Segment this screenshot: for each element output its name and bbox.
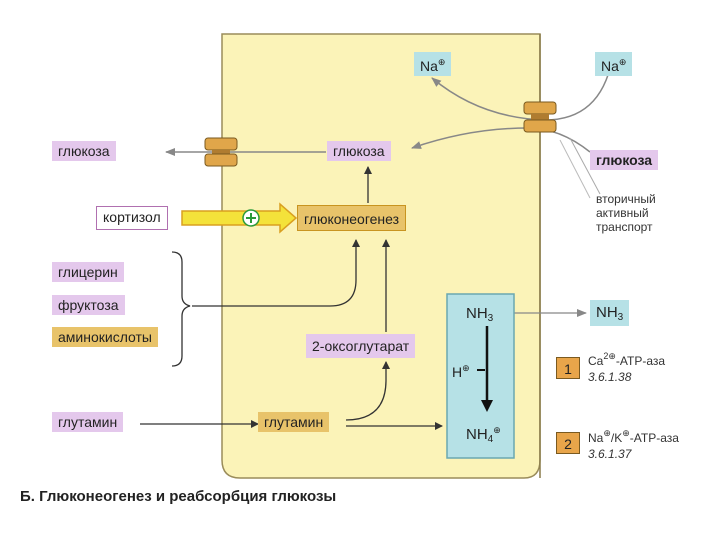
na-label-cell: Na⊕	[414, 52, 452, 76]
na-label-lumen: Na⊕	[595, 52, 633, 76]
legend-number-2: 2	[556, 432, 580, 454]
legend-entry-2: Na⊕/K⊕-ATP-аза 3.6.1.37	[588, 428, 679, 461]
oxoglutarate-label: 2-оксоглутарат	[306, 334, 416, 358]
glutamine-label-cell: глутамин	[258, 412, 330, 432]
substrate-brace	[171, 251, 191, 367]
transporter-right	[523, 101, 557, 133]
legend-number-1: 1	[556, 357, 580, 379]
fructose-label: фруктоза	[52, 295, 125, 315]
ammonia-box	[446, 293, 515, 459]
transport-pointer	[569, 137, 601, 195]
glucose-label-lumen: глюкоза	[590, 150, 659, 170]
glutamine-label-out: глутамин	[52, 412, 124, 432]
substrates-to-gng-arrow	[192, 239, 360, 307]
nh4-label: NH4⊕	[466, 425, 501, 445]
amino-acids-label: аминокислоты	[52, 327, 158, 347]
glucose-label-cell: глюкоза	[327, 141, 391, 161]
nh3-label-cell: NH3	[466, 305, 494, 324]
secondary-transport-label: вторичный активный транспорт	[596, 192, 656, 234]
h-ion-label: H⊕	[452, 363, 470, 380]
nh3-label-lumen: NH3	[590, 300, 630, 326]
glutamine-to-oxoglutarate-arrow	[345, 361, 390, 421]
glucose-label-blood: глюкоза	[52, 141, 116, 161]
glycerol-label: глицерин	[52, 262, 124, 282]
legend-entry-1: Ca2⊕-ATP-аза 3.6.1.38	[588, 351, 666, 384]
transporter-left	[204, 137, 238, 167]
transport-pointer-2	[559, 139, 591, 199]
gluconeogenesis-label: глюконеогенез	[297, 205, 407, 231]
figure-caption: Б. Глюконеогенез и реабсорбция глюкозы	[20, 488, 337, 505]
cortisol-activation-arrow	[181, 202, 298, 234]
cortisol-label: кортизол	[96, 206, 168, 230]
